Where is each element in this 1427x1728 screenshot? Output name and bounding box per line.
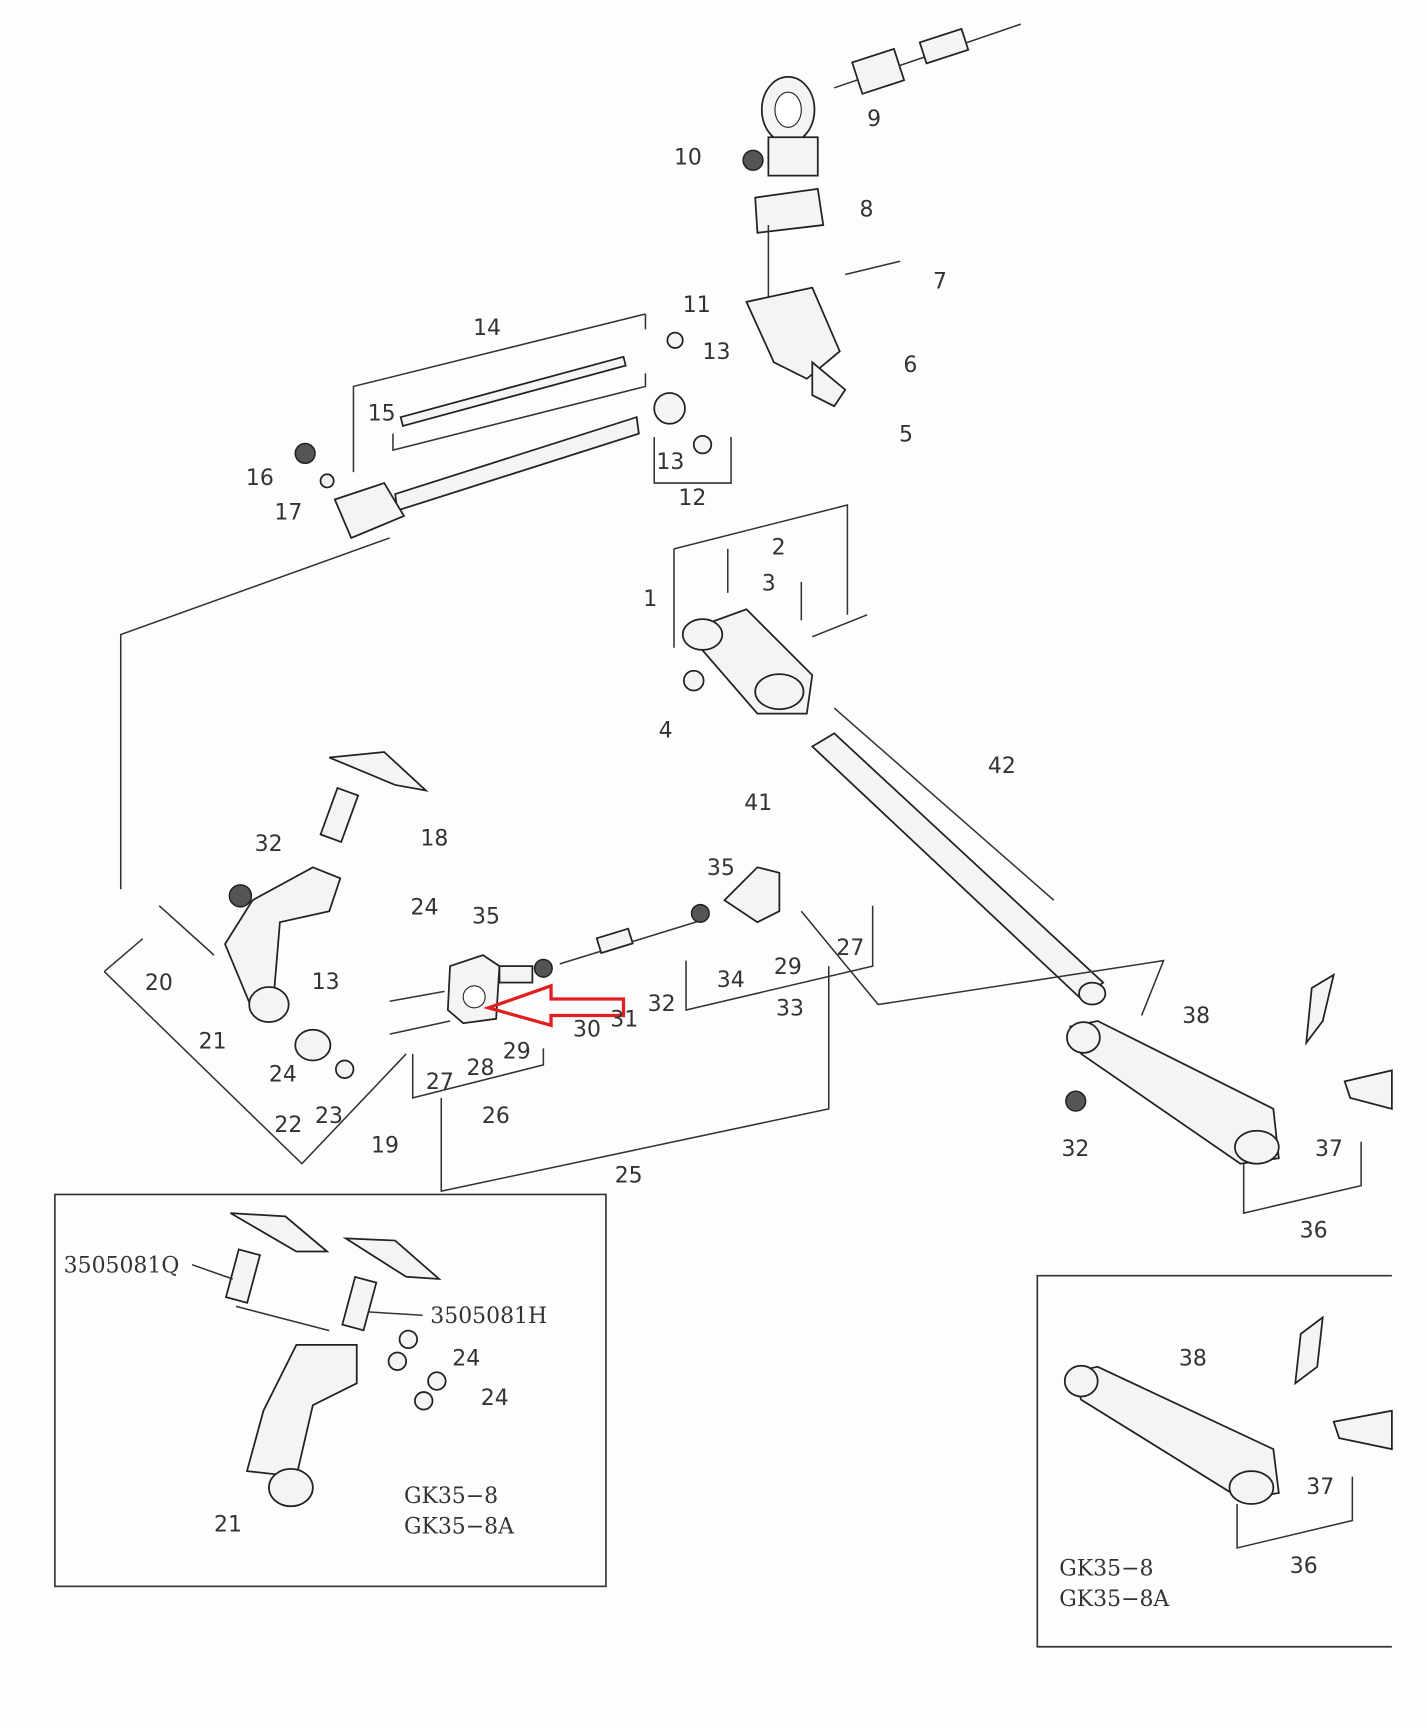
callout-5: 5 <box>899 422 913 447</box>
callout-34: 34 <box>717 968 745 993</box>
callout-23: 23 <box>315 1104 343 1129</box>
callout-21: 21 <box>199 1029 227 1054</box>
callout-13: 13 <box>703 340 731 365</box>
callout-8: 8 <box>859 197 873 222</box>
callout-37: 37 <box>1315 1137 1343 1162</box>
callout-15: 15 <box>368 401 396 426</box>
parts-drawing <box>103 23 1393 1215</box>
highlight-arrow <box>483 983 626 1028</box>
part-number-3505081h: 3505081H <box>430 1304 547 1329</box>
callout-36: 36 <box>1290 1554 1318 1579</box>
callout-24: 24 <box>452 1347 480 1372</box>
callout-19: 19 <box>371 1134 399 1159</box>
callout-33: 33 <box>776 997 804 1022</box>
callout-1: 1 <box>643 587 657 612</box>
callout-32: 32 <box>648 992 676 1017</box>
callout-35: 35 <box>707 856 735 881</box>
callout-41: 41 <box>744 791 772 816</box>
model-label: GK35−8A <box>1059 1587 1170 1612</box>
callout-26: 26 <box>482 1104 510 1129</box>
callout-32: 32 <box>255 832 283 857</box>
callout-22: 22 <box>274 1113 302 1138</box>
callout-24: 24 <box>481 1386 509 1411</box>
callout-31: 31 <box>610 1007 638 1032</box>
callout-27: 27 <box>836 936 864 961</box>
callout-20: 20 <box>145 971 173 996</box>
callout-6: 6 <box>903 353 917 378</box>
callout-7: 7 <box>933 270 947 295</box>
callout-17: 17 <box>274 500 302 525</box>
callout-38: 38 <box>1182 1004 1210 1029</box>
callout-13: 13 <box>312 970 340 995</box>
inset-right: 38 37 36 GK35−8 GK35−8A <box>1036 1274 1393 1648</box>
callout-10: 10 <box>674 146 702 171</box>
callout-13: 13 <box>656 450 684 475</box>
callout-4: 4 <box>659 719 673 744</box>
callout-3: 3 <box>762 572 776 597</box>
callout-12: 12 <box>678 486 706 511</box>
callout-29: 29 <box>774 955 802 980</box>
model-label: GK35−8A <box>404 1515 515 1540</box>
callout-24: 24 <box>269 1062 297 1087</box>
callout-36: 36 <box>1300 1218 1328 1243</box>
callout-42: 42 <box>988 754 1016 779</box>
model-label: GK35−8 <box>404 1484 498 1509</box>
inset-left: 3505081Q 3505081H 24 24 21 GK35−8 GK35−8… <box>54 1193 607 1588</box>
callout-38: 38 <box>1179 1347 1207 1372</box>
model-label: GK35−8 <box>1059 1556 1153 1581</box>
part-number-3505081q: 3505081Q <box>64 1253 180 1278</box>
callout-32: 32 <box>1061 1137 1089 1162</box>
callout-14: 14 <box>473 316 501 341</box>
callout-18: 18 <box>420 826 448 851</box>
callout-2: 2 <box>772 535 786 560</box>
callout-29: 29 <box>503 1039 531 1064</box>
callout-9: 9 <box>867 107 881 132</box>
callout-27: 27 <box>426 1070 454 1095</box>
callout-30: 30 <box>573 1017 601 1042</box>
callout-25: 25 <box>615 1163 643 1188</box>
callout-16: 16 <box>246 466 274 491</box>
callout-24: 24 <box>411 895 439 920</box>
callout-35: 35 <box>472 904 500 929</box>
callout-21: 21 <box>214 1512 242 1537</box>
callout-11: 11 <box>683 293 711 318</box>
callout-28: 28 <box>467 1056 495 1081</box>
callout-37: 37 <box>1306 1475 1334 1500</box>
